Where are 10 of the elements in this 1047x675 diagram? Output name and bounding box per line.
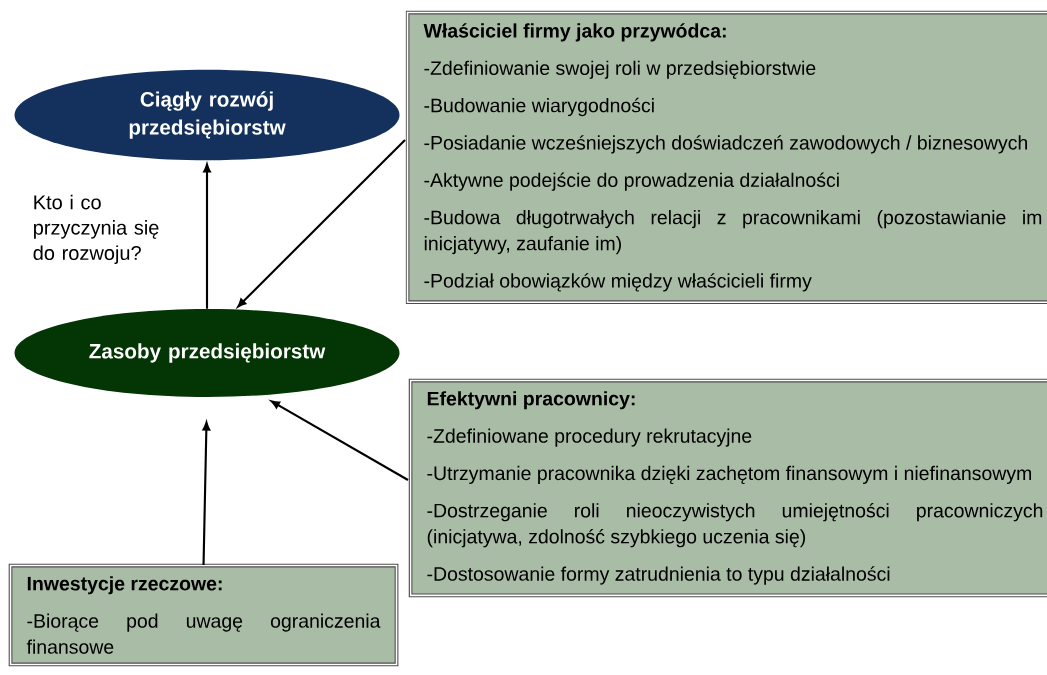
arrow	[237, 139, 406, 308]
arrow	[202, 421, 211, 565]
text-box: Efektywni pracownicy: -Zdefiniowane procedury rekrutacyjne -Utrzymanie pracownika dzięki zachętom finansowym i niefinansowym -Dostrzeganie roli nieoczywistych umiejętności pracowniczych (inicjatywa, zdolność szybkiego uczenia się) -Dostosowanie formy zatrudnienia to typu działalności	[408, 378, 1047, 598]
ellipse-node: Zasoby przedsiębiorstw	[14, 309, 400, 397]
arrow	[270, 400, 409, 481]
question-text: Kto i co przyczynia się do rozwoju?	[33, 194, 159, 264]
ellipse-node: Ciągły rozwój przedsiębiorstw	[14, 69, 400, 161]
arrow	[203, 163, 211, 309]
text-box: Inwestycje rzeczowe: -Biorące pod uwagę ograniczenia finansowe	[8, 563, 399, 667]
text-box: Właściciel firmy jako przywódca: -Zdefiniowanie swojej roli w przedsiębiorstwie -Budowanie wiarygodności -Posiadanie wcześniejszych doświadczeń zawodowych / biznesowych -Aktywne podejście do prowadzenia działalności -Budowa długotrwałych relacji z pracownikami (pozostawianie im inicjatywy, zaufanie im) -Podział obowiązków między właścicieli firmy	[405, 10, 1047, 305]
